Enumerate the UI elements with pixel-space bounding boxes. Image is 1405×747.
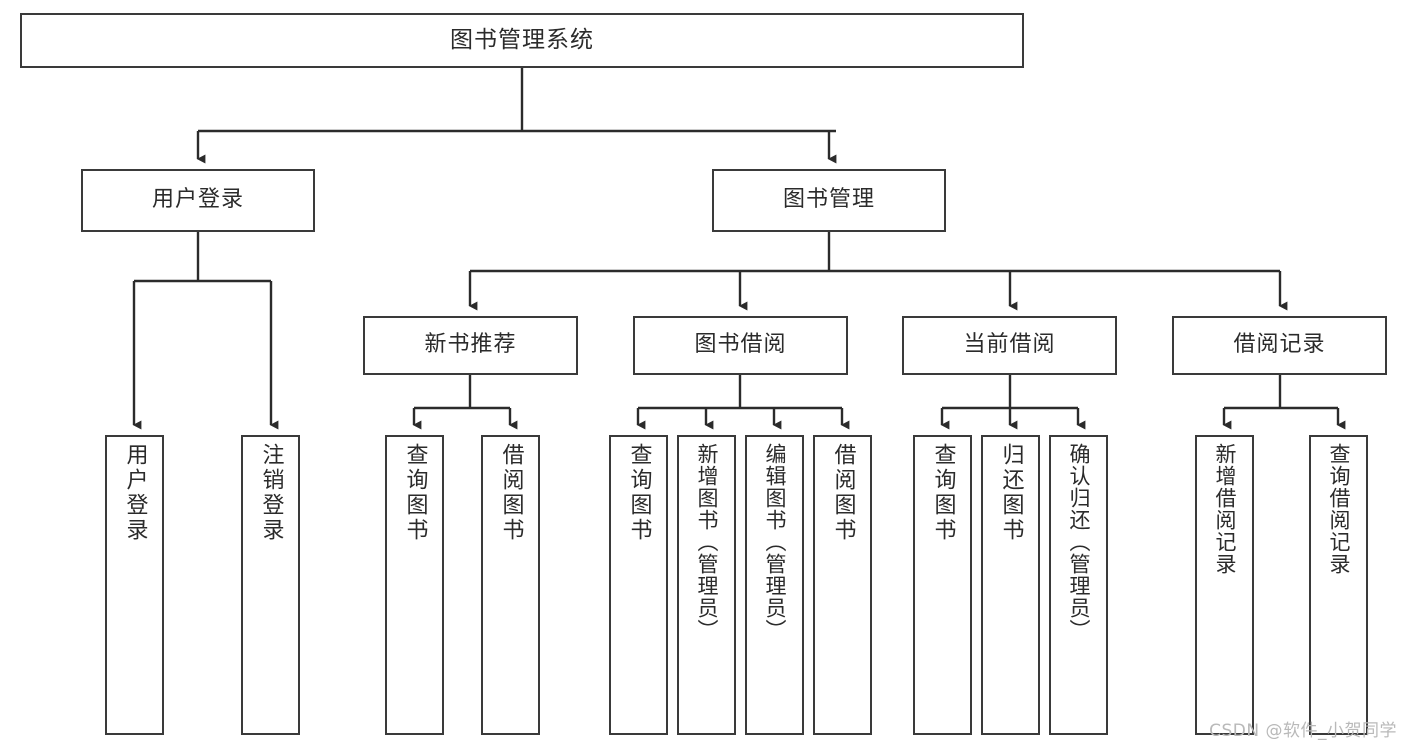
node-label: 注销登录 xyxy=(258,443,284,543)
node-leaf-add-record[interactable]: 新增借阅记录 xyxy=(1195,435,1254,735)
node-current-borrow[interactable]: 当前借阅 xyxy=(902,316,1117,375)
node-leaf-add-book[interactable]: 新增图书（管理员） xyxy=(677,435,736,735)
node-leaf-logout-login[interactable]: 注销登录 xyxy=(241,435,300,735)
node-leaf-query-book-2[interactable]: 查询图书 xyxy=(609,435,668,735)
node-leaf-return-book[interactable]: 归还图书 xyxy=(981,435,1040,735)
node-label: 查询图书 xyxy=(930,443,956,543)
node-label: 新书推荐 xyxy=(424,332,517,358)
node-label: 查询借阅记录 xyxy=(1327,443,1351,575)
node-label: 查询图书 xyxy=(626,443,652,543)
node-label: 借阅图书 xyxy=(498,443,524,543)
node-leaf-borrow-book-1[interactable]: 借阅图书 xyxy=(481,435,540,735)
node-leaf-query-book-3[interactable]: 查询图书 xyxy=(913,435,972,735)
node-leaf-user-login[interactable]: 用户登录 xyxy=(105,435,164,735)
node-label: 图书借阅 xyxy=(694,332,787,358)
node-label: 借阅记录 xyxy=(1233,332,1326,358)
node-borrow-record[interactable]: 借阅记录 xyxy=(1172,316,1387,375)
node-label: 新增借阅记录 xyxy=(1213,443,1237,575)
node-root-system[interactable]: 图书管理系统 xyxy=(20,13,1024,68)
node-leaf-borrow-book-2[interactable]: 借阅图书 xyxy=(813,435,872,735)
node-label: 新增图书（管理员） xyxy=(695,443,719,641)
csdn-watermark: CSDN @软件_小贺同学 xyxy=(1209,721,1397,741)
node-leaf-query-book-1[interactable]: 查询图书 xyxy=(385,435,444,735)
node-label: 当前借阅 xyxy=(963,332,1056,358)
node-label: 用户登录 xyxy=(122,443,148,543)
node-label: 图书管理系统 xyxy=(450,26,594,53)
node-new-book-recommend[interactable]: 新书推荐 xyxy=(363,316,578,375)
node-label: 查询图书 xyxy=(402,443,428,543)
node-label: 用户登录 xyxy=(151,187,244,213)
node-leaf-query-record[interactable]: 查询借阅记录 xyxy=(1309,435,1368,735)
node-label: 确认归还（管理员） xyxy=(1067,443,1091,641)
node-label: 图书管理 xyxy=(782,187,875,213)
node-leaf-edit-book[interactable]: 编辑图书（管理员） xyxy=(745,435,804,735)
node-leaf-confirm-return[interactable]: 确认归还（管理员） xyxy=(1049,435,1108,735)
node-book-manage[interactable]: 图书管理 xyxy=(712,169,946,232)
node-label: 归还图书 xyxy=(998,443,1024,543)
node-book-borrow[interactable]: 图书借阅 xyxy=(633,316,848,375)
node-user-login[interactable]: 用户登录 xyxy=(81,169,315,232)
node-label: 借阅图书 xyxy=(830,443,856,543)
node-label: 编辑图书（管理员） xyxy=(763,443,787,641)
